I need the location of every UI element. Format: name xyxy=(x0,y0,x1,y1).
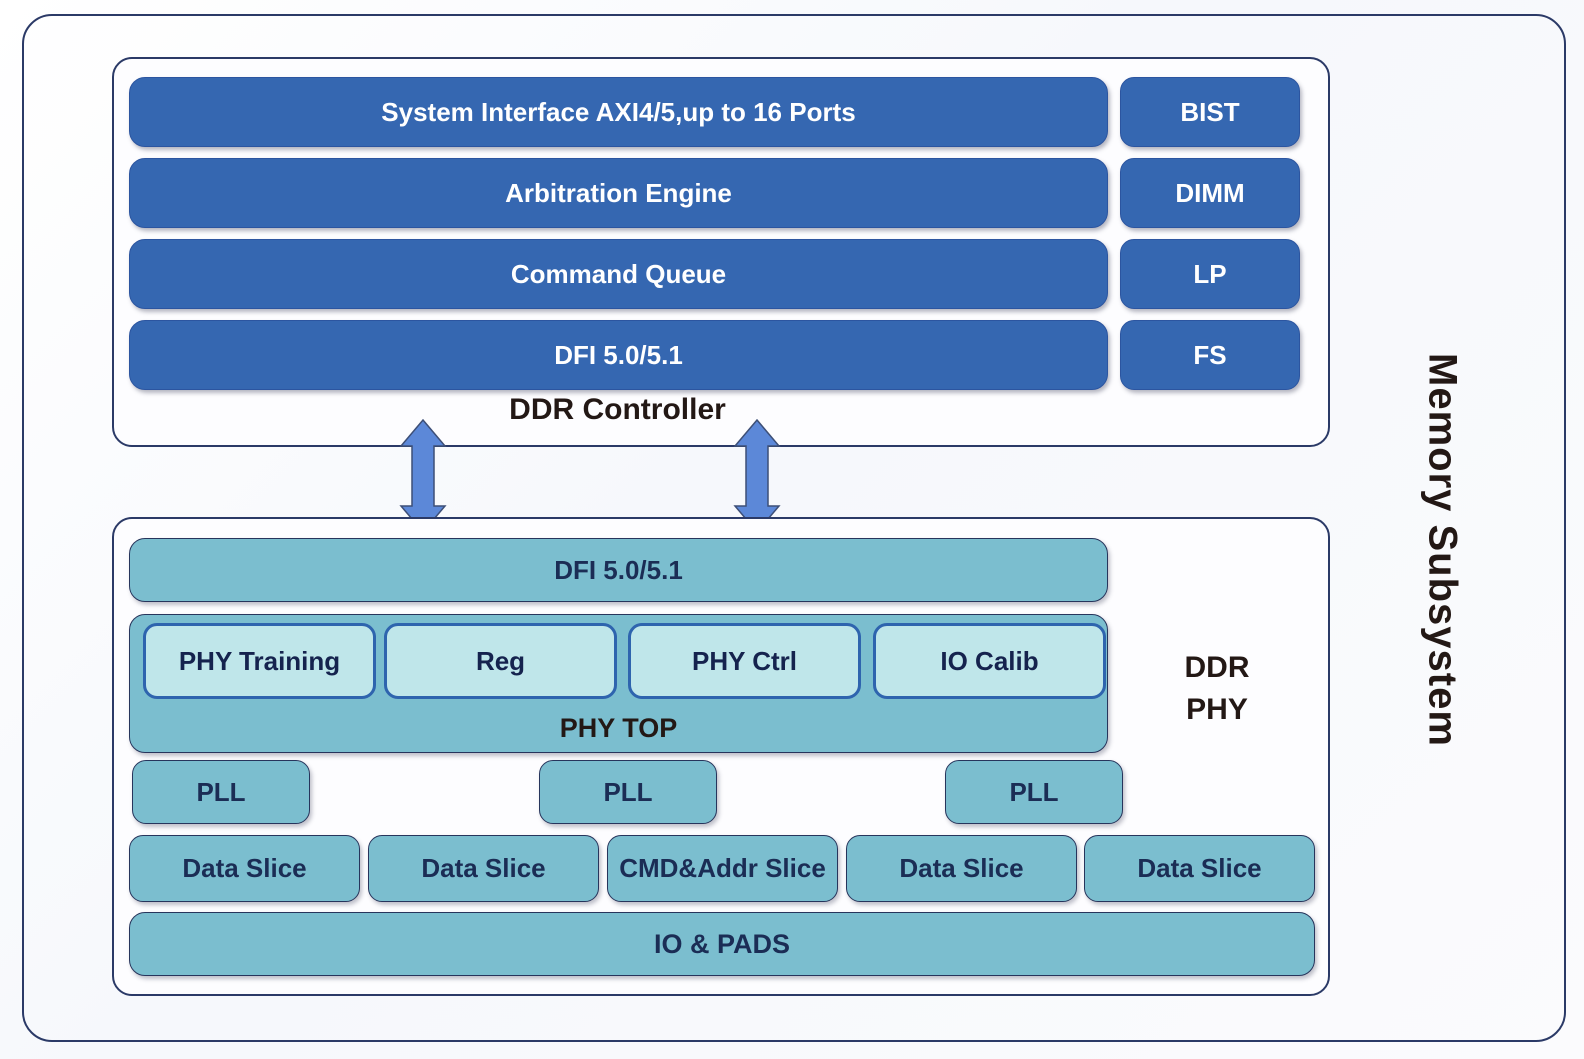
pll-block: PLL xyxy=(539,760,717,824)
arbitration-engine-block: Arbitration Engine xyxy=(129,158,1108,228)
phy-top-block: PHY Training Reg PHY Ctrl IO Calib PHY T… xyxy=(129,614,1108,753)
system-interface-block: System Interface AXI4/5,up to 16 Ports xyxy=(129,77,1108,147)
pll-block: PLL xyxy=(945,760,1123,824)
pll-block: PLL xyxy=(132,760,310,824)
memory-subsystem-title: Memory Subsystem xyxy=(1420,353,1465,747)
ddr-phy-label-line2: PHY xyxy=(1186,693,1248,726)
fs-block: FS xyxy=(1120,320,1300,390)
io-calib-block: IO Calib xyxy=(873,623,1106,699)
lp-block: LP xyxy=(1120,239,1300,309)
data-slice-block: Data Slice xyxy=(129,835,360,902)
phy-top-label: PHY TOP xyxy=(559,713,678,743)
cmd-addr-slice-block: CMD&Addr Slice xyxy=(607,835,838,902)
bidirectional-arrow-icon xyxy=(399,419,447,533)
ddr-phy-label-line1: DDR xyxy=(1184,651,1250,684)
ddr-controller-group: System Interface AXI4/5,up to 16 Ports B… xyxy=(112,57,1330,447)
phy-training-block: PHY Training xyxy=(143,623,376,699)
command-queue-block: Command Queue xyxy=(129,239,1108,309)
bidirectional-arrow-icon xyxy=(733,419,781,533)
ddr-phy-label: DDR PHY xyxy=(1106,647,1328,731)
dimm-block: DIMM xyxy=(1120,158,1300,228)
memory-subsystem-frame xyxy=(22,14,1566,1042)
reg-block: Reg xyxy=(384,623,617,699)
data-slice-block: Data Slice xyxy=(1084,835,1315,902)
data-slice-block: Data Slice xyxy=(368,835,599,902)
io-pads-block: IO & PADS xyxy=(129,912,1315,976)
phy-ctrl-block: PHY Ctrl xyxy=(628,623,861,699)
ddr-phy-group: DFI 5.0/5.1 PHY Training Reg PHY Ctrl IO… xyxy=(112,517,1330,996)
phy-dfi-block: DFI 5.0/5.1 xyxy=(129,538,1108,602)
bist-block: BIST xyxy=(1120,77,1300,147)
controller-dfi-block: DFI 5.0/5.1 xyxy=(129,320,1108,390)
ddr-controller-label: DDR Controller xyxy=(509,393,726,426)
data-slice-block: Data Slice xyxy=(846,835,1077,902)
